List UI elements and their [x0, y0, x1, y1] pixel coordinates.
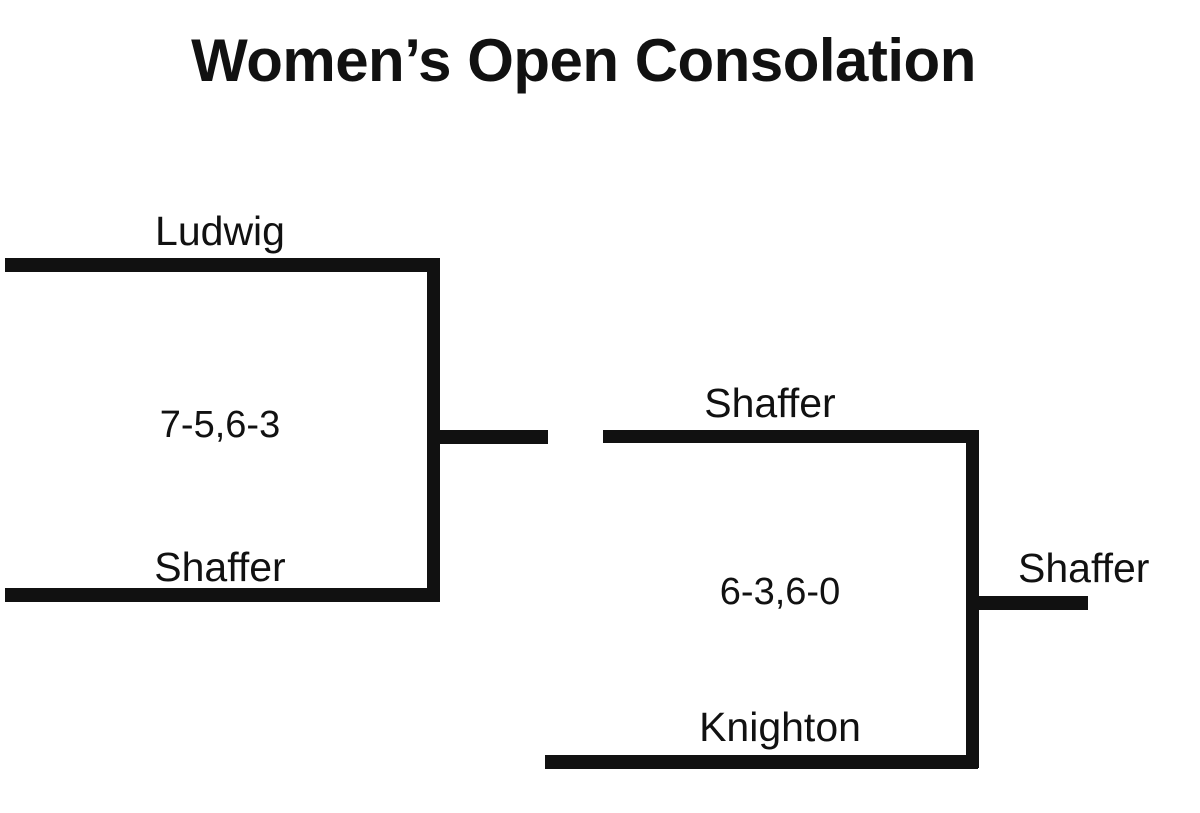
- round1-match1-score-label: 7-5,6-3: [159, 404, 281, 446]
- round1-match1-top-line: [5, 258, 440, 272]
- page-title: Women’s Open Consolation: [191, 27, 976, 94]
- champion-stub: [966, 596, 1088, 610]
- round2-match1-bottom-line: [545, 755, 978, 769]
- round1-match1-bottom-player-label: Shaffer: [154, 544, 286, 590]
- round2-match1-top-line: [603, 430, 978, 443]
- round1-match1-top-player-label: Ludwig: [155, 208, 285, 254]
- round1-match1-vertical-connector: [427, 258, 440, 601]
- round1-match1-winner-stub: [427, 430, 548, 444]
- round2-match1-bottom-player-label: Knighton: [699, 704, 861, 750]
- champion-label: Shaffer: [1018, 545, 1150, 591]
- round2-match1-score-label: 6-3,6-0: [719, 571, 841, 613]
- round2-match1-top-player-label: Shaffer: [704, 380, 836, 426]
- round1-match1-bottom-line: [5, 588, 440, 602]
